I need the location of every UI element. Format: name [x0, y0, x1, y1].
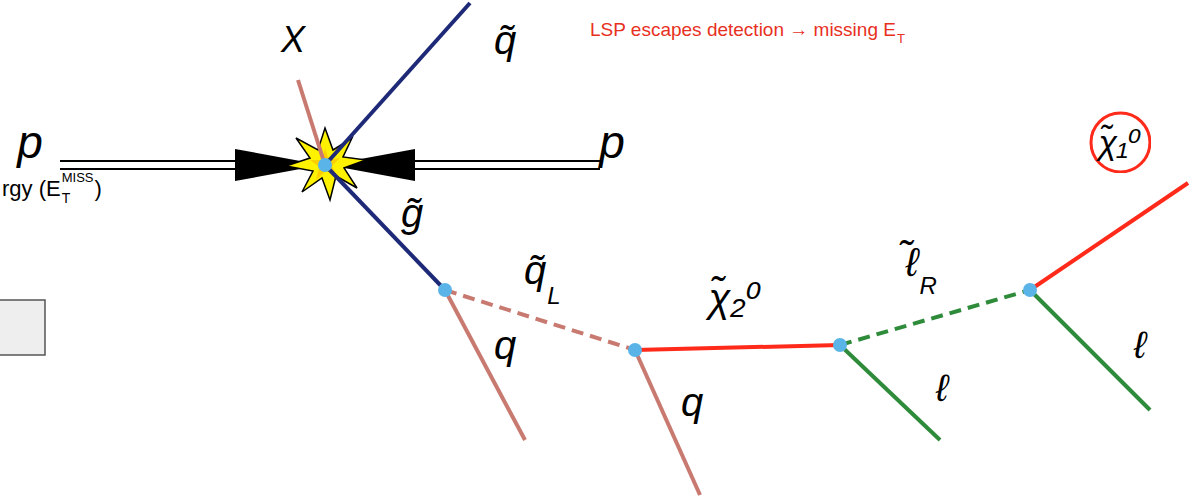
lsp-line	[1030, 183, 1188, 290]
particle-label: g̃	[401, 193, 423, 233]
particle-label: ℓ̃	[906, 242, 919, 282]
particle-label: rgy (E	[2, 178, 61, 200]
circled-particle: χ̃₁⁰	[1089, 111, 1152, 174]
squark-l-line	[445, 290, 635, 350]
vertex-dots	[318, 158, 1037, 357]
quark-line	[445, 290, 525, 440]
particle-label: q̃	[524, 250, 546, 290]
callout-note: T	[897, 32, 905, 45]
partial-box	[0, 300, 45, 355]
particle-label: p	[17, 119, 43, 165]
neutralino2-line	[635, 345, 840, 350]
particle-label: p	[599, 119, 625, 165]
particle-label: χ̃₁⁰	[1099, 125, 1142, 159]
particle-label: MISS	[62, 171, 94, 184]
callout-note: LSP escapes detection → missing E	[590, 20, 896, 39]
lepton-line	[840, 345, 940, 440]
particle-label: T	[62, 191, 71, 205]
particle-label: χ̃₂⁰	[708, 278, 761, 318]
circle-ring	[1091, 113, 1150, 172]
squark-line	[325, 3, 470, 165]
particle-label: L	[547, 284, 560, 308]
slepton-line	[840, 290, 1030, 345]
quark-line	[635, 350, 700, 495]
particle-label: q	[494, 325, 516, 365]
particle-label: R	[919, 274, 936, 298]
gluino-line	[325, 165, 445, 290]
lepton-line	[1030, 290, 1150, 410]
particle-label: ℓ	[936, 369, 948, 407]
particle-label: )	[94, 178, 101, 200]
x-line	[298, 80, 325, 165]
particle-label: X	[281, 22, 305, 58]
particle-label: q	[681, 382, 703, 422]
particle-label: ℓ	[1134, 326, 1146, 364]
particle-label: q̃	[494, 20, 516, 60]
collision-star	[286, 128, 366, 200]
